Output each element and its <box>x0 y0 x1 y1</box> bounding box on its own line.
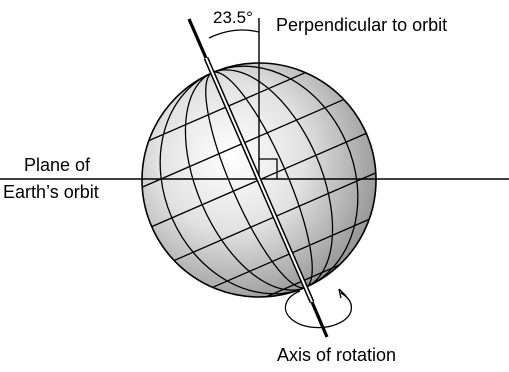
plane-of-orbit-label-line2: Earth’s orbit <box>3 182 99 202</box>
right-angle-marker <box>259 158 278 179</box>
angle-arc <box>208 29 260 39</box>
angle-label: 23.5° <box>213 8 253 27</box>
perpendicular-label: Perpendicular to orbit <box>276 15 447 35</box>
plane-of-orbit-label-line1: Plane of <box>24 155 91 175</box>
rotation-arrow <box>284 288 353 329</box>
axis-of-rotation-label: Axis of rotation <box>277 345 396 365</box>
rotation-axis <box>187 18 329 338</box>
